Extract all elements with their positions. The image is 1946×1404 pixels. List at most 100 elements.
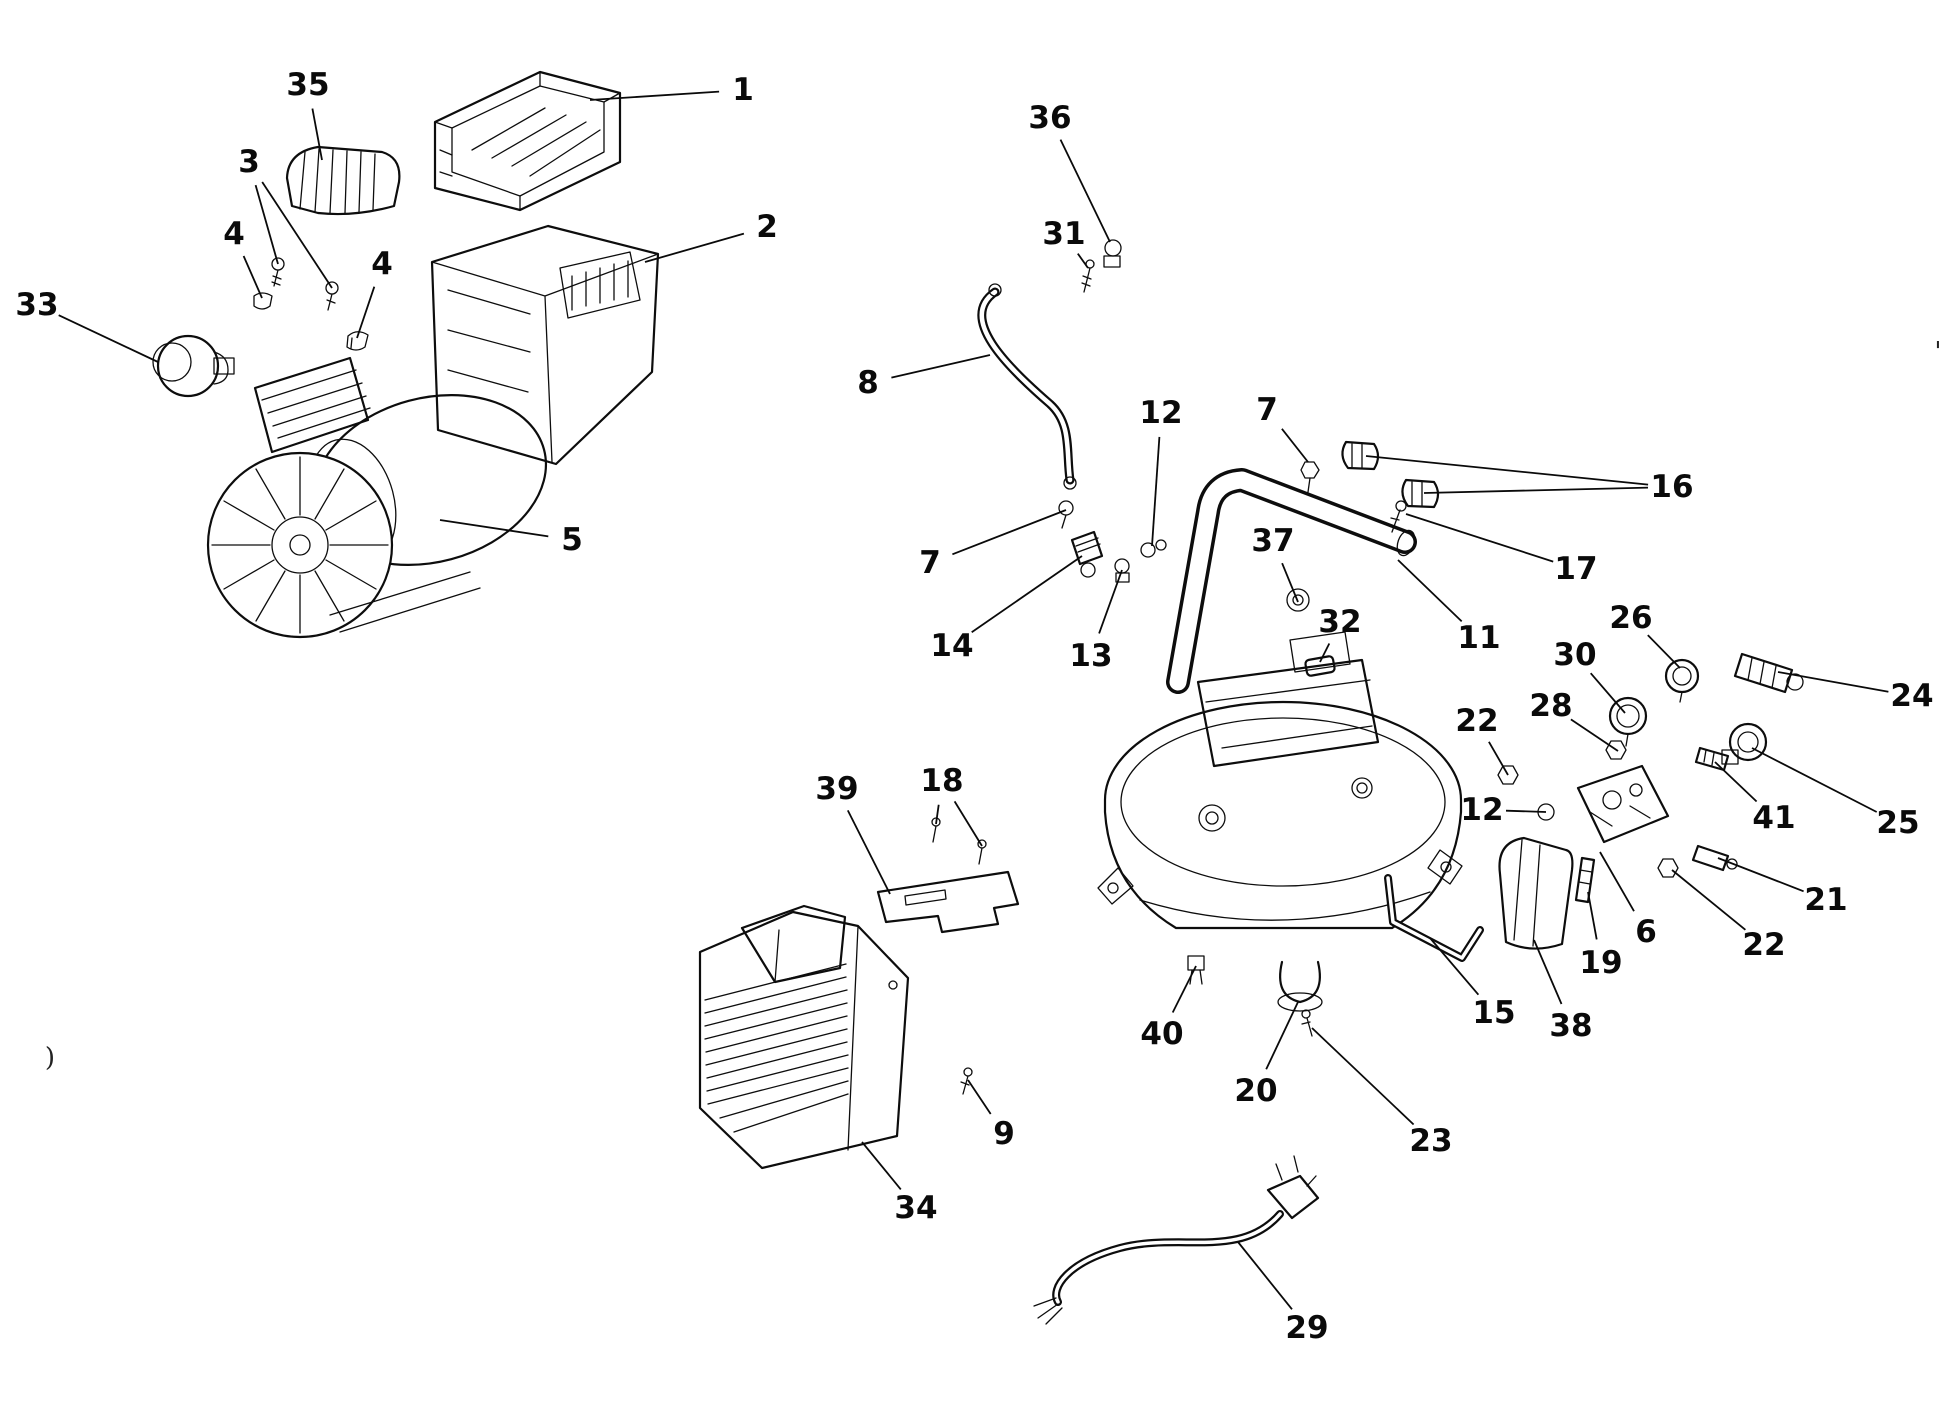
leader-line-16	[1423, 486, 1649, 494]
callout-31: 31	[1042, 216, 1085, 252]
callout-40: 40	[1140, 1016, 1183, 1052]
leader-line-4	[356, 286, 376, 339]
callout-36: 36	[1028, 100, 1071, 136]
leader-line-34	[861, 1141, 902, 1190]
leader-line-5	[439, 519, 549, 538]
callout-4: 4	[223, 216, 245, 252]
callout-30: 30	[1553, 637, 1596, 673]
part-35-filter-cover	[285, 145, 401, 216]
scan-artifact-mark: '	[1934, 337, 1941, 367]
part-32-cap	[1304, 655, 1336, 677]
part-29-cord	[1033, 1155, 1320, 1325]
leader-line-8	[891, 354, 991, 379]
callout-4: 4	[371, 246, 393, 282]
part-13-fitting	[1114, 558, 1130, 583]
part-12a-fitting	[1140, 539, 1167, 558]
part-40-drain	[1187, 955, 1205, 985]
leader-line-25	[1751, 747, 1878, 813]
callout-18: 18	[920, 763, 963, 799]
callout-20: 20	[1234, 1073, 1277, 1109]
leader-line-36	[1059, 139, 1111, 243]
leader-line-7	[1281, 428, 1309, 463]
leader-line-32	[1319, 643, 1331, 663]
leader-line-15	[1429, 937, 1480, 996]
callout-2: 2	[756, 209, 778, 245]
leader-line-20	[1265, 1001, 1299, 1070]
leader-line-37	[1281, 562, 1299, 603]
part-9-screw	[960, 1067, 973, 1095]
callout-24: 24	[1890, 678, 1933, 714]
leader-line-2	[644, 232, 745, 263]
part-3-4-screws	[253, 257, 369, 351]
leader-line-4	[242, 255, 263, 299]
callout-12: 12	[1460, 792, 1503, 828]
leader-line-30	[1590, 672, 1626, 714]
callout-9: 9	[993, 1116, 1015, 1152]
leader-line-7	[952, 509, 1067, 556]
leader-line-3	[261, 181, 333, 289]
part-2-shroud	[430, 224, 660, 466]
leader-line-16	[1365, 455, 1649, 486]
callout-7: 7	[919, 545, 941, 581]
leader-line-3	[254, 184, 279, 265]
leader-line-24	[1777, 671, 1889, 693]
callout-17: 17	[1554, 551, 1597, 587]
leader-line-33	[58, 314, 159, 363]
part-5-pump-assembly	[206, 356, 548, 639]
callout-7: 7	[1256, 392, 1278, 428]
leader-line-13	[1098, 569, 1123, 634]
leader-line-28	[1570, 718, 1619, 752]
leader-line-6	[1599, 851, 1635, 912]
leader-line-22	[1671, 869, 1746, 931]
callout-15: 15	[1472, 995, 1515, 1031]
callout-3: 3	[238, 144, 260, 180]
callout-1: 1	[732, 72, 754, 108]
part-33-intake-filter	[152, 334, 235, 398]
leader-line-12	[1151, 436, 1161, 547]
callout-33: 33	[15, 287, 58, 323]
callout-13: 13	[1069, 638, 1112, 674]
leader-line-17	[1405, 513, 1554, 563]
part-15-wire-handle	[1384, 874, 1484, 962]
part-18-screws	[931, 817, 987, 865]
callout-35: 35	[286, 67, 329, 103]
leader-line-31	[1077, 253, 1089, 269]
part-7a-nut	[1300, 461, 1320, 493]
part-39-bracket	[876, 870, 1020, 934]
callout-38: 38	[1549, 1008, 1592, 1044]
callout-16: 16	[1650, 469, 1693, 505]
callout-11: 11	[1457, 620, 1500, 656]
callout-23: 23	[1409, 1123, 1452, 1159]
callout-32: 32	[1318, 604, 1361, 640]
part-14-valve	[1070, 530, 1104, 578]
callout-39: 39	[815, 771, 858, 807]
part-20-foot	[1277, 960, 1323, 1012]
callout-5: 5	[561, 522, 583, 558]
callout-34: 34	[894, 1190, 937, 1226]
callout-19: 19	[1579, 945, 1622, 981]
callout-28: 28	[1529, 688, 1572, 724]
leader-line-18	[953, 800, 983, 847]
part-38-cover	[1498, 836, 1574, 950]
leader-line-19	[1587, 891, 1598, 940]
leader-line-18	[935, 804, 940, 825]
part-8-tube	[977, 283, 1077, 490]
leader-line-41	[1714, 761, 1758, 803]
leader-line-21	[1717, 857, 1804, 893]
scan-artifact-mark: )	[45, 1043, 55, 1073]
leader-line-1	[589, 90, 720, 101]
part-31-screw	[1081, 259, 1095, 293]
part-1-tray	[433, 70, 622, 212]
part-16-clips	[1341, 440, 1440, 509]
leader-line-22	[1488, 741, 1509, 776]
callout-8: 8	[857, 365, 879, 401]
part-37-grommet	[1286, 588, 1310, 612]
callout-22: 22	[1455, 703, 1498, 739]
part-11-handle	[1166, 468, 1417, 694]
part-23-bolt	[1301, 1009, 1313, 1037]
leader-line-11	[1397, 559, 1463, 623]
leader-line-9	[967, 1079, 992, 1115]
